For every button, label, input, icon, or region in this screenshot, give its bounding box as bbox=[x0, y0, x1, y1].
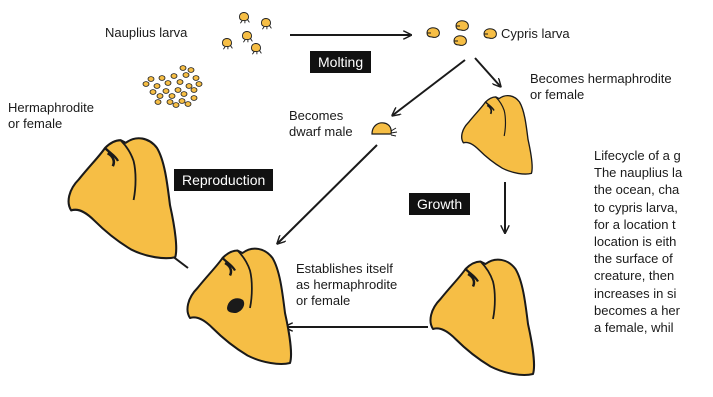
barnacle-large-right bbox=[431, 260, 534, 375]
label-establishes-2: as hermaphrodite bbox=[296, 277, 397, 292]
label-establishes-1: Establishes itself bbox=[296, 261, 393, 276]
label-nauplius: Nauplius larva bbox=[105, 25, 187, 40]
tag-molting: Molting bbox=[310, 51, 371, 73]
description-line: The nauplius la bbox=[594, 164, 713, 181]
description-line: Lifecycle of a g bbox=[594, 147, 713, 164]
nauplius-larvae bbox=[223, 13, 272, 55]
label-herm-left-1: Hermaphrodite bbox=[8, 100, 94, 115]
description-line: the surface of bbox=[594, 250, 713, 267]
label-dwarf-1: Becomes bbox=[289, 108, 343, 123]
description-line: to cypris larva, bbox=[594, 199, 713, 216]
description-line: increases in si bbox=[594, 285, 713, 302]
description-line: becomes a her bbox=[594, 302, 713, 319]
barnacle-small bbox=[462, 96, 532, 174]
label-establishes-3: or female bbox=[296, 293, 350, 308]
label-dwarf-2: dwarf male bbox=[289, 124, 353, 139]
description-line: the ocean, cha bbox=[594, 181, 713, 198]
description-line: for a location t bbox=[594, 216, 713, 233]
label-herm-left-2: or female bbox=[8, 116, 62, 131]
dwarf-male bbox=[372, 123, 397, 136]
description-line: location is eith bbox=[594, 233, 713, 250]
description-line: a female, whil bbox=[594, 319, 713, 336]
tag-growth: Growth bbox=[409, 193, 470, 215]
description-text: Lifecycle of a g The nauplius la the oce… bbox=[594, 147, 713, 336]
eggs-cluster bbox=[143, 66, 202, 108]
arrow-dwarf-to-host bbox=[278, 145, 377, 243]
barnacle-reproducing bbox=[69, 138, 177, 258]
arrow-to-herm bbox=[475, 58, 500, 86]
cypris-larvae bbox=[427, 21, 496, 46]
label-cypris: Cypris larva bbox=[501, 26, 570, 41]
label-becomes-herm-2: or female bbox=[530, 87, 584, 102]
label-becomes-herm-1: Becomes hermaphrodite bbox=[530, 71, 672, 86]
tag-reproduction: Reproduction bbox=[174, 169, 273, 191]
arrow-to-dwarf bbox=[393, 60, 465, 115]
description-line: creature, then bbox=[594, 267, 713, 284]
